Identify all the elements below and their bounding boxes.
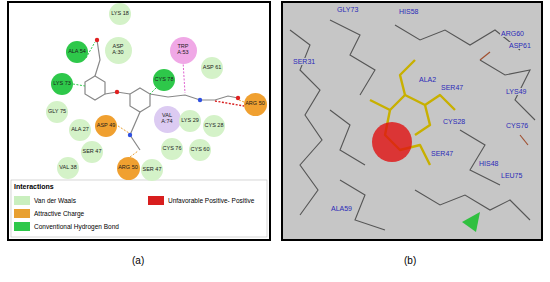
residue-name: ARG 50 <box>118 165 138 171</box>
legend-swatch <box>148 196 164 205</box>
residue-name: CYS 28 <box>205 123 224 129</box>
residue-name: ALA 54 <box>68 49 86 55</box>
legend-frame <box>11 180 267 237</box>
panel-frame <box>8 2 270 240</box>
legend-heading: Interactions <box>14 183 54 190</box>
residue-circle: TRP A:53 <box>170 37 197 64</box>
residue-label: ALA59 <box>330 205 353 212</box>
residue-label: ARG60 <box>500 30 525 37</box>
legend-text: Unfavorable Positive- Positive <box>168 197 254 204</box>
residue-label: LEU75 <box>500 172 523 179</box>
residue-name: CYS 76 <box>163 146 182 152</box>
residue-name: ASP 61 <box>203 65 222 71</box>
residue-name: ARG 50 <box>245 101 265 107</box>
oxygen-atom <box>115 90 119 94</box>
interaction-lines <box>73 42 244 157</box>
residue-circle: ASP A:30 <box>105 37 132 64</box>
residue-name: ALA 27 <box>71 127 89 133</box>
residue-circle: SER 47 <box>81 141 103 163</box>
residue-circle: ARG 50 <box>117 157 140 180</box>
residue-circle: ALA 27 <box>69 119 91 141</box>
residue-name: LYS 73 <box>53 81 71 87</box>
residue-circle: CYS 76 <box>161 138 183 160</box>
nitrogen-atom <box>128 133 132 137</box>
residue-name: LYS 18 <box>111 11 129 17</box>
panel-letter: (a) <box>132 255 144 266</box>
residue-circle: CYS 60 <box>189 139 211 161</box>
legend-text: Conventional Hydrogen Bond <box>34 223 119 230</box>
nitrogen-atom <box>198 98 202 102</box>
residue-label: CYS28 <box>442 118 466 125</box>
residue-label: LYS49 <box>505 88 528 95</box>
residue-label: SER47 <box>440 84 464 91</box>
oxygen-atom <box>95 38 99 42</box>
residue-name: TRP A:53 <box>172 44 194 56</box>
residue-name: SER 47 <box>143 167 162 173</box>
oxygen-atom <box>236 96 240 100</box>
residue-name: ASP 49 <box>97 123 116 129</box>
residue-circle: ALA 54 <box>66 41 88 63</box>
interaction-sphere <box>372 122 412 162</box>
protein-sticks <box>290 20 535 230</box>
residue-label: ALA2 <box>418 76 437 83</box>
legend-swatch <box>14 196 30 205</box>
residue-name: VAL A:74 <box>156 113 178 125</box>
legend-text: Van der Waals <box>34 197 76 204</box>
residue-name: ASP A:30 <box>107 44 129 56</box>
residue-label: SER31 <box>292 58 316 65</box>
panel-letter: (b) <box>404 255 416 266</box>
ligand-sticks <box>370 60 455 165</box>
legend-text: Attractive Charge <box>34 210 84 217</box>
legend-swatch <box>14 222 30 231</box>
interaction-cone <box>462 212 480 232</box>
residue-name: SER 47 <box>83 149 102 155</box>
residue-label: HIS58 <box>398 8 419 15</box>
residue-circle: VAL A:74 <box>154 106 181 133</box>
residue-circle: CYS 28 <box>203 115 225 137</box>
residue-circle: ASP 49 <box>95 115 117 137</box>
residue-label: GLY73 <box>336 6 359 13</box>
residue-name: GLY 75 <box>48 109 66 115</box>
residue-circle: LYS 29 <box>179 110 201 132</box>
legend-swatch <box>14 209 30 218</box>
sulfur-bond <box>480 52 528 145</box>
residue-circle: ASP 61 <box>201 57 223 79</box>
residue-circle: ARG 50 <box>244 93 267 116</box>
residue-name: CYS 60 <box>191 147 210 153</box>
residue-name: CYS 78 <box>155 77 174 83</box>
residue-label: HIS48 <box>478 160 499 167</box>
residue-circle: CYS 78 <box>153 69 175 91</box>
residue-circle: SER 47 <box>141 159 163 181</box>
residue-circle: VAL 38 <box>57 157 79 179</box>
residue-name: VAL 38 <box>59 165 76 171</box>
residue-circle: LYS 73 <box>51 73 73 95</box>
residue-label: SER47 <box>430 150 454 157</box>
residue-name: LYS 29 <box>181 118 199 124</box>
residue-circle: GLY 75 <box>46 101 68 123</box>
residue-label: CYS76 <box>505 122 529 129</box>
residue-label: ASP61 <box>508 42 532 49</box>
residue-circle: LYS 18 <box>109 3 131 25</box>
panel-frame <box>282 2 542 240</box>
